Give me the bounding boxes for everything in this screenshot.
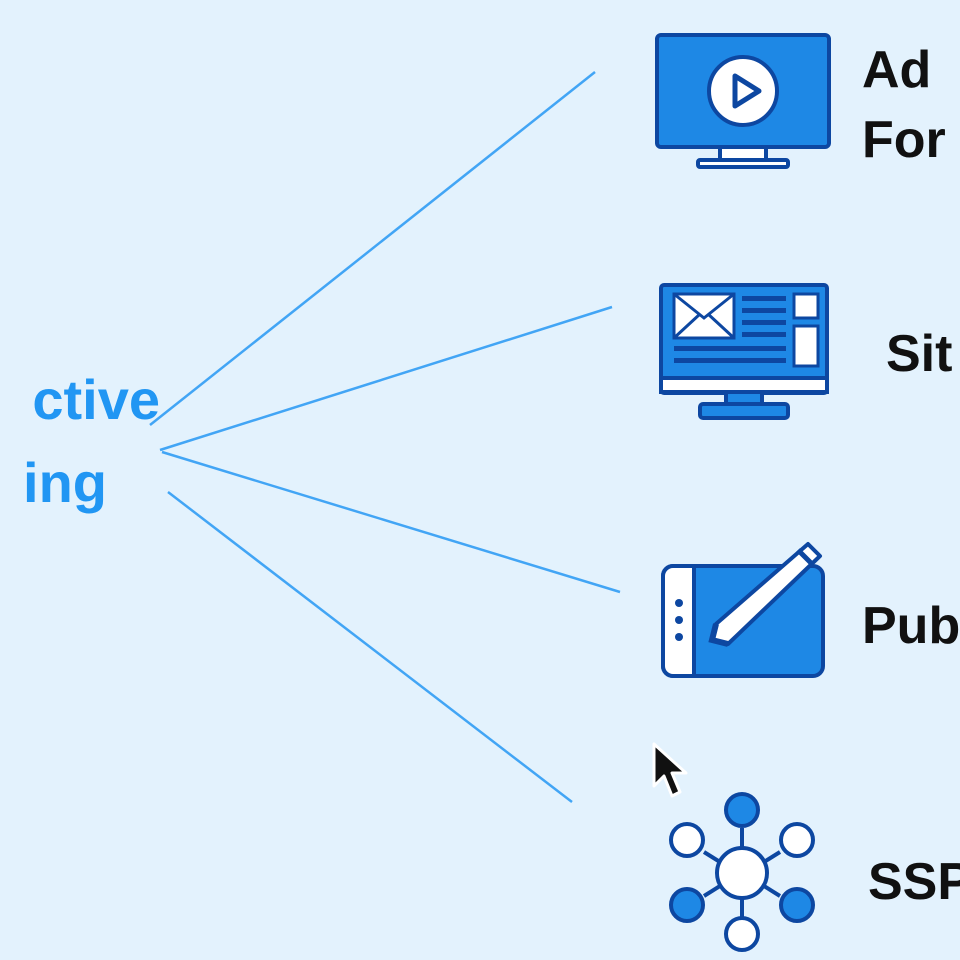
connector-to-publishers [161, 450, 621, 594]
tablet-pen-icon [661, 542, 825, 678]
monitor-play-icon [655, 33, 831, 169]
connector-to-ssp [167, 491, 573, 803]
node-label-publishers: Pub [862, 597, 960, 655]
desktop-layout-icon [659, 283, 829, 420]
node-label-ad-formats-line2: For [862, 111, 946, 169]
connector-to-ad-formats [149, 71, 596, 426]
node-label-ad-formats-line1: Ad [862, 41, 932, 99]
node-label-ssp: SSP [868, 853, 960, 911]
center-label-line-2: ing [23, 451, 107, 514]
connector-to-sites [159, 305, 613, 452]
node-label-sites: Sit [886, 325, 953, 383]
network-hub-icon [669, 792, 815, 952]
center-label-line-1: ctive [32, 368, 160, 431]
mouse-pointer-icon [652, 742, 688, 798]
